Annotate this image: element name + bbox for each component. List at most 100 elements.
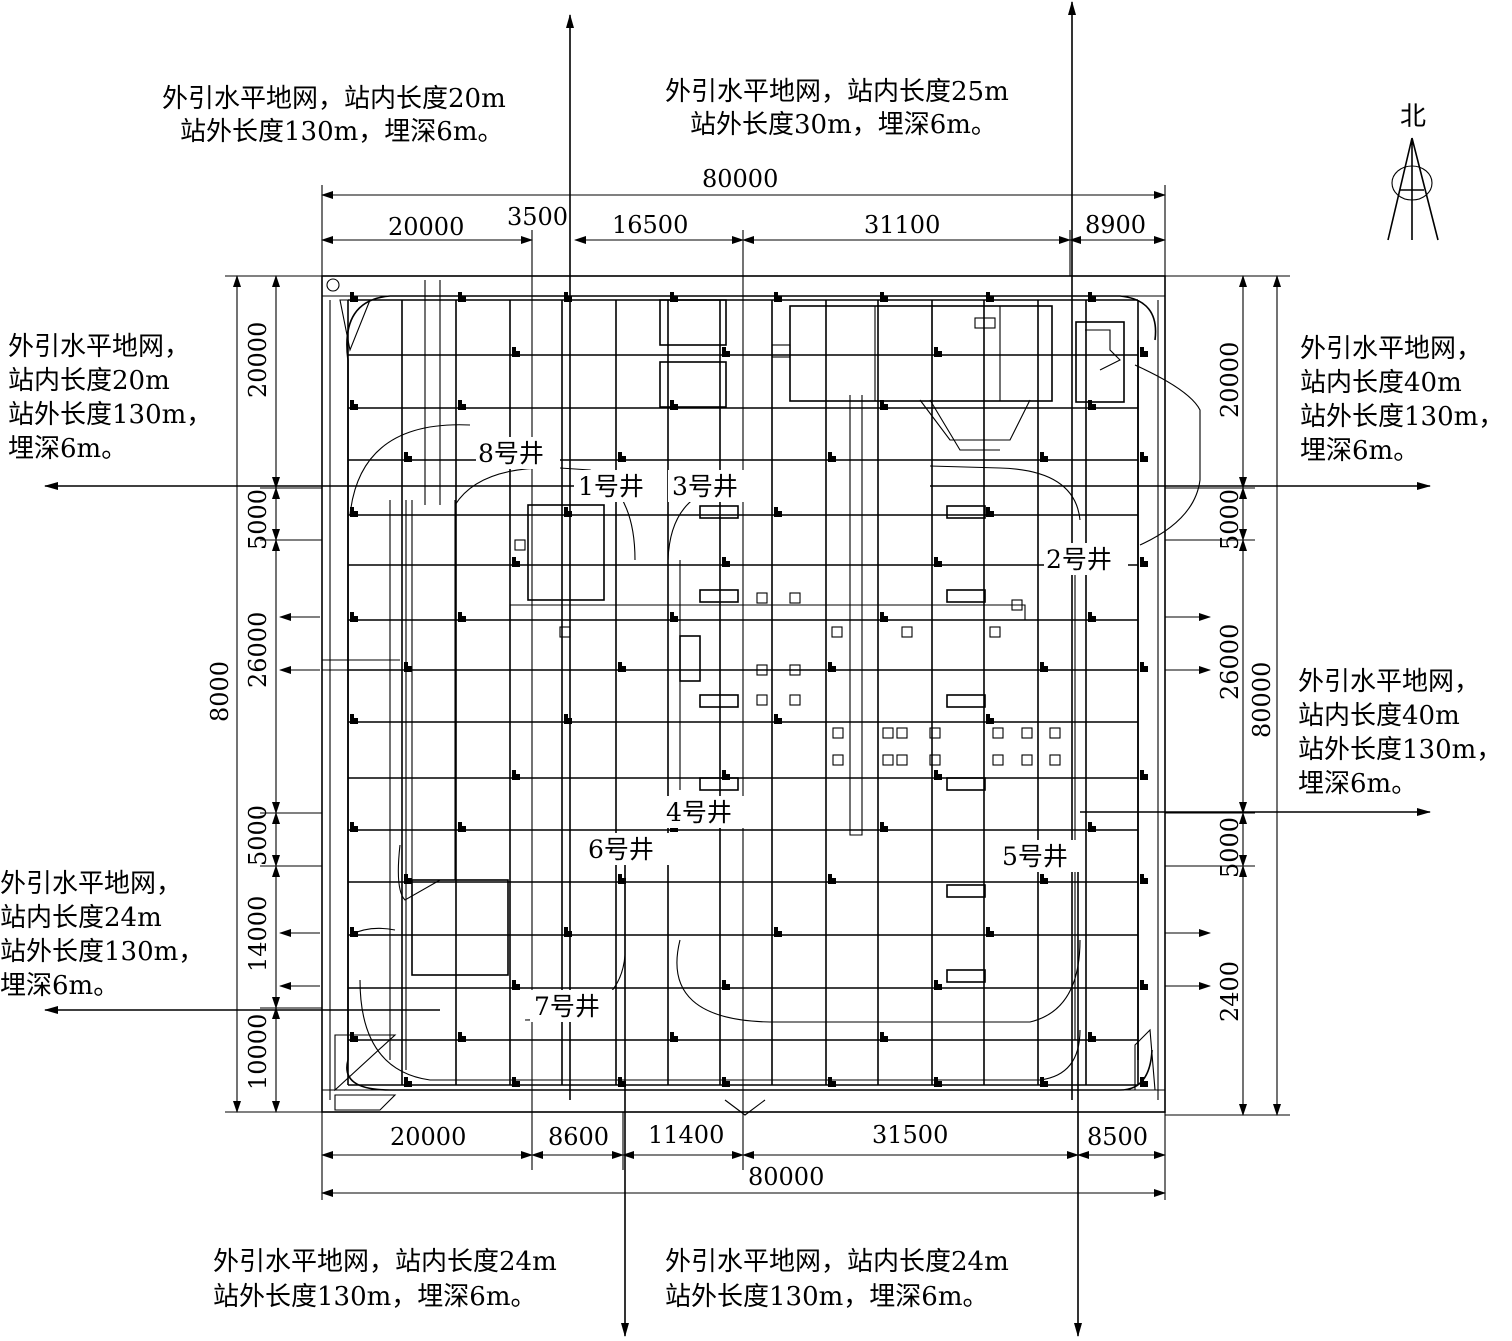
equipment-foundation bbox=[989, 626, 1001, 638]
ground-rod-marker bbox=[350, 822, 358, 832]
ground-rod-marker bbox=[986, 927, 994, 937]
ground-rod-marker bbox=[828, 662, 836, 672]
equipment-boxes bbox=[514, 505, 1061, 983]
dim-bottom-seg-4: 31500 bbox=[872, 1121, 948, 1149]
ground-rod-marker bbox=[774, 292, 782, 302]
ground-rod-marker bbox=[1040, 452, 1048, 462]
dim-bottom-total: 80000 bbox=[748, 1163, 824, 1191]
ground-rod-marker bbox=[880, 1032, 888, 1042]
ground-rod-marker bbox=[404, 1077, 412, 1087]
equipment-foundation bbox=[1021, 754, 1033, 766]
note-bottom-right-1: 外引水平地网，站内长度24m bbox=[665, 1247, 1009, 1277]
equipment-box bbox=[699, 777, 739, 791]
ground-rod-marker bbox=[670, 400, 678, 410]
dim-right-3: 26000 bbox=[1216, 624, 1244, 700]
ground-rod-marker bbox=[458, 1032, 466, 1042]
ground-rod-marker bbox=[722, 1077, 730, 1087]
ground-rod-marker bbox=[512, 980, 520, 990]
ground-rod-marker bbox=[404, 874, 412, 884]
note-left-lower-3: 站外长度130m， bbox=[0, 937, 204, 967]
equipment-foundation bbox=[514, 539, 526, 551]
ground-rod-marker bbox=[828, 1077, 836, 1087]
equipment-foundation bbox=[929, 754, 941, 766]
dim-bottom-seg-3: 11400 bbox=[648, 1121, 724, 1149]
north-arrow: 北 bbox=[1387, 102, 1439, 241]
dim-top-seg-4: 31100 bbox=[864, 211, 940, 239]
ground-rod-marker bbox=[828, 452, 836, 462]
note-left-upper-1: 外引水平地网， bbox=[8, 332, 190, 362]
equipment-foundation bbox=[789, 694, 801, 706]
annotations: 外引水平地网，站内长度20m 站外长度130m，埋深6m。 外引水平地网，站内长… bbox=[0, 77, 1504, 1312]
note-right-middle-3: 站外长度130m， bbox=[1298, 735, 1502, 765]
note-right-upper-4: 埋深6m。 bbox=[1300, 436, 1419, 466]
equipment-box bbox=[946, 694, 986, 708]
equipment-foundation bbox=[832, 754, 844, 766]
ground-rod-marker bbox=[1140, 770, 1148, 780]
ground-rod-marker bbox=[512, 557, 520, 567]
ground-rod-marker bbox=[350, 507, 358, 517]
ground-rod-marker bbox=[722, 347, 730, 357]
equipment-foundation bbox=[789, 592, 801, 604]
note-right-middle-2: 站内长度40m bbox=[1298, 701, 1460, 731]
ground-rod-marker bbox=[722, 557, 730, 567]
well-1-label: 1号井 bbox=[578, 472, 644, 501]
note-bottom-left-2: 站外长度130m，埋深6m。 bbox=[213, 1282, 536, 1312]
equipment-box bbox=[699, 589, 739, 603]
ground-rod-marker bbox=[986, 507, 994, 517]
dim-top-seg-2: 3500 bbox=[507, 203, 568, 231]
ground-rod-marker bbox=[350, 1032, 358, 1042]
note-left-lower-4: 埋深6m。 bbox=[0, 971, 119, 1001]
ground-rod-marker bbox=[618, 874, 626, 884]
equipment-foundation bbox=[831, 626, 843, 638]
dim-top-seg-1: 20000 bbox=[388, 213, 464, 241]
dim-top-total: 80000 bbox=[702, 165, 778, 193]
dim-bottom-seg-5: 8500 bbox=[1087, 1123, 1148, 1151]
equipment-foundation bbox=[896, 754, 908, 766]
note-top-left-1: 外引水平地网，站内长度20m bbox=[162, 84, 506, 114]
equipment-foundation bbox=[1049, 754, 1061, 766]
equipment-box bbox=[946, 777, 986, 791]
ground-rod-marker bbox=[1088, 612, 1096, 622]
equipment-box bbox=[946, 969, 986, 983]
dim-left-5: 14000 bbox=[244, 896, 272, 972]
dim-left-outer: 8000 bbox=[206, 661, 234, 722]
dim-right-1: 20000 bbox=[1216, 342, 1244, 418]
ground-rod-marker bbox=[1088, 822, 1096, 832]
dim-right-outer: 80000 bbox=[1248, 662, 1276, 738]
ground-rod-marker bbox=[458, 292, 466, 302]
equipment-foundation bbox=[896, 727, 908, 739]
note-right-middle-4: 埋深6m。 bbox=[1298, 769, 1417, 799]
note-right-upper-3: 站外长度130m， bbox=[1300, 402, 1504, 432]
ground-rod-marker bbox=[350, 400, 358, 410]
ground-rod-marker bbox=[350, 714, 358, 724]
equipment-foundation bbox=[1021, 727, 1033, 739]
well-4-label: 4号井 bbox=[666, 798, 732, 827]
note-top-left-2: 站外长度130m，埋深6m。 bbox=[180, 117, 503, 147]
ground-rod-marker bbox=[350, 612, 358, 622]
dim-left-6: 10000 bbox=[244, 1014, 272, 1090]
dim-left-3: 26000 bbox=[244, 612, 272, 688]
equipment-box bbox=[946, 884, 986, 898]
equipment-box bbox=[946, 589, 986, 603]
equipment-foundation bbox=[992, 727, 1004, 739]
equipment-foundation bbox=[1011, 599, 1023, 611]
ground-rod-marker bbox=[512, 1077, 520, 1087]
equipment-foundation bbox=[882, 727, 894, 739]
ground-rod-marker bbox=[986, 292, 994, 302]
equipment-foundation bbox=[756, 664, 768, 676]
dim-bottom-seg-1: 20000 bbox=[390, 1123, 466, 1151]
equipment-foundation bbox=[756, 592, 768, 604]
ground-rod-marker bbox=[1140, 557, 1148, 567]
well-6-label: 6号井 bbox=[588, 835, 654, 864]
note-right-middle-1: 外引水平地网， bbox=[1298, 667, 1480, 697]
ground-rod-marker bbox=[1088, 1032, 1096, 1042]
ground-rod-marker bbox=[458, 612, 466, 622]
equipment-box bbox=[699, 694, 739, 708]
equipment-foundation bbox=[901, 626, 913, 638]
ground-rod-marker bbox=[1140, 1077, 1148, 1087]
ground-rod-marker bbox=[458, 400, 466, 410]
ground-rod-marker bbox=[934, 557, 942, 567]
ground-rod-marker bbox=[774, 927, 782, 937]
ground-rod-marker bbox=[512, 770, 520, 780]
